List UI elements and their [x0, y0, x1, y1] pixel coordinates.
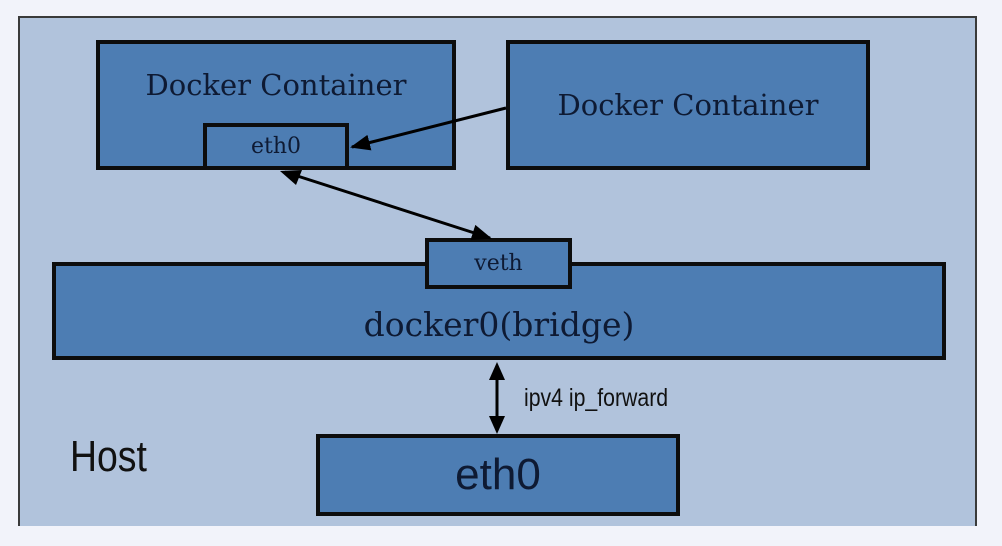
- veth-label: veth: [474, 251, 523, 276]
- host-eth0-label: eth0: [455, 450, 541, 499]
- container-1-eth0: eth0: [203, 123, 349, 170]
- arrowhead-eth0: [280, 170, 302, 185]
- docker-container-2: Docker Container: [506, 40, 870, 170]
- docker0-bridge-label: docker0(bridge): [363, 304, 635, 344]
- arrow-eth0-veth: [284, 170, 492, 241]
- ip-forward-label: ipv4 ip_forward: [524, 384, 669, 412]
- veth-interface: veth: [425, 238, 572, 289]
- docker-container-1-title: Docker Container: [145, 68, 407, 102]
- arrow-container2-to-eth0: [350, 106, 507, 151]
- docker-container-2-title: Docker Container: [557, 88, 819, 122]
- host-label: Host: [70, 432, 147, 481]
- container-1-eth0-label: eth0: [250, 134, 302, 159]
- arrowhead-up: [489, 362, 505, 380]
- arrowhead-down: [489, 416, 505, 434]
- host-eth0: eth0: [316, 434, 680, 516]
